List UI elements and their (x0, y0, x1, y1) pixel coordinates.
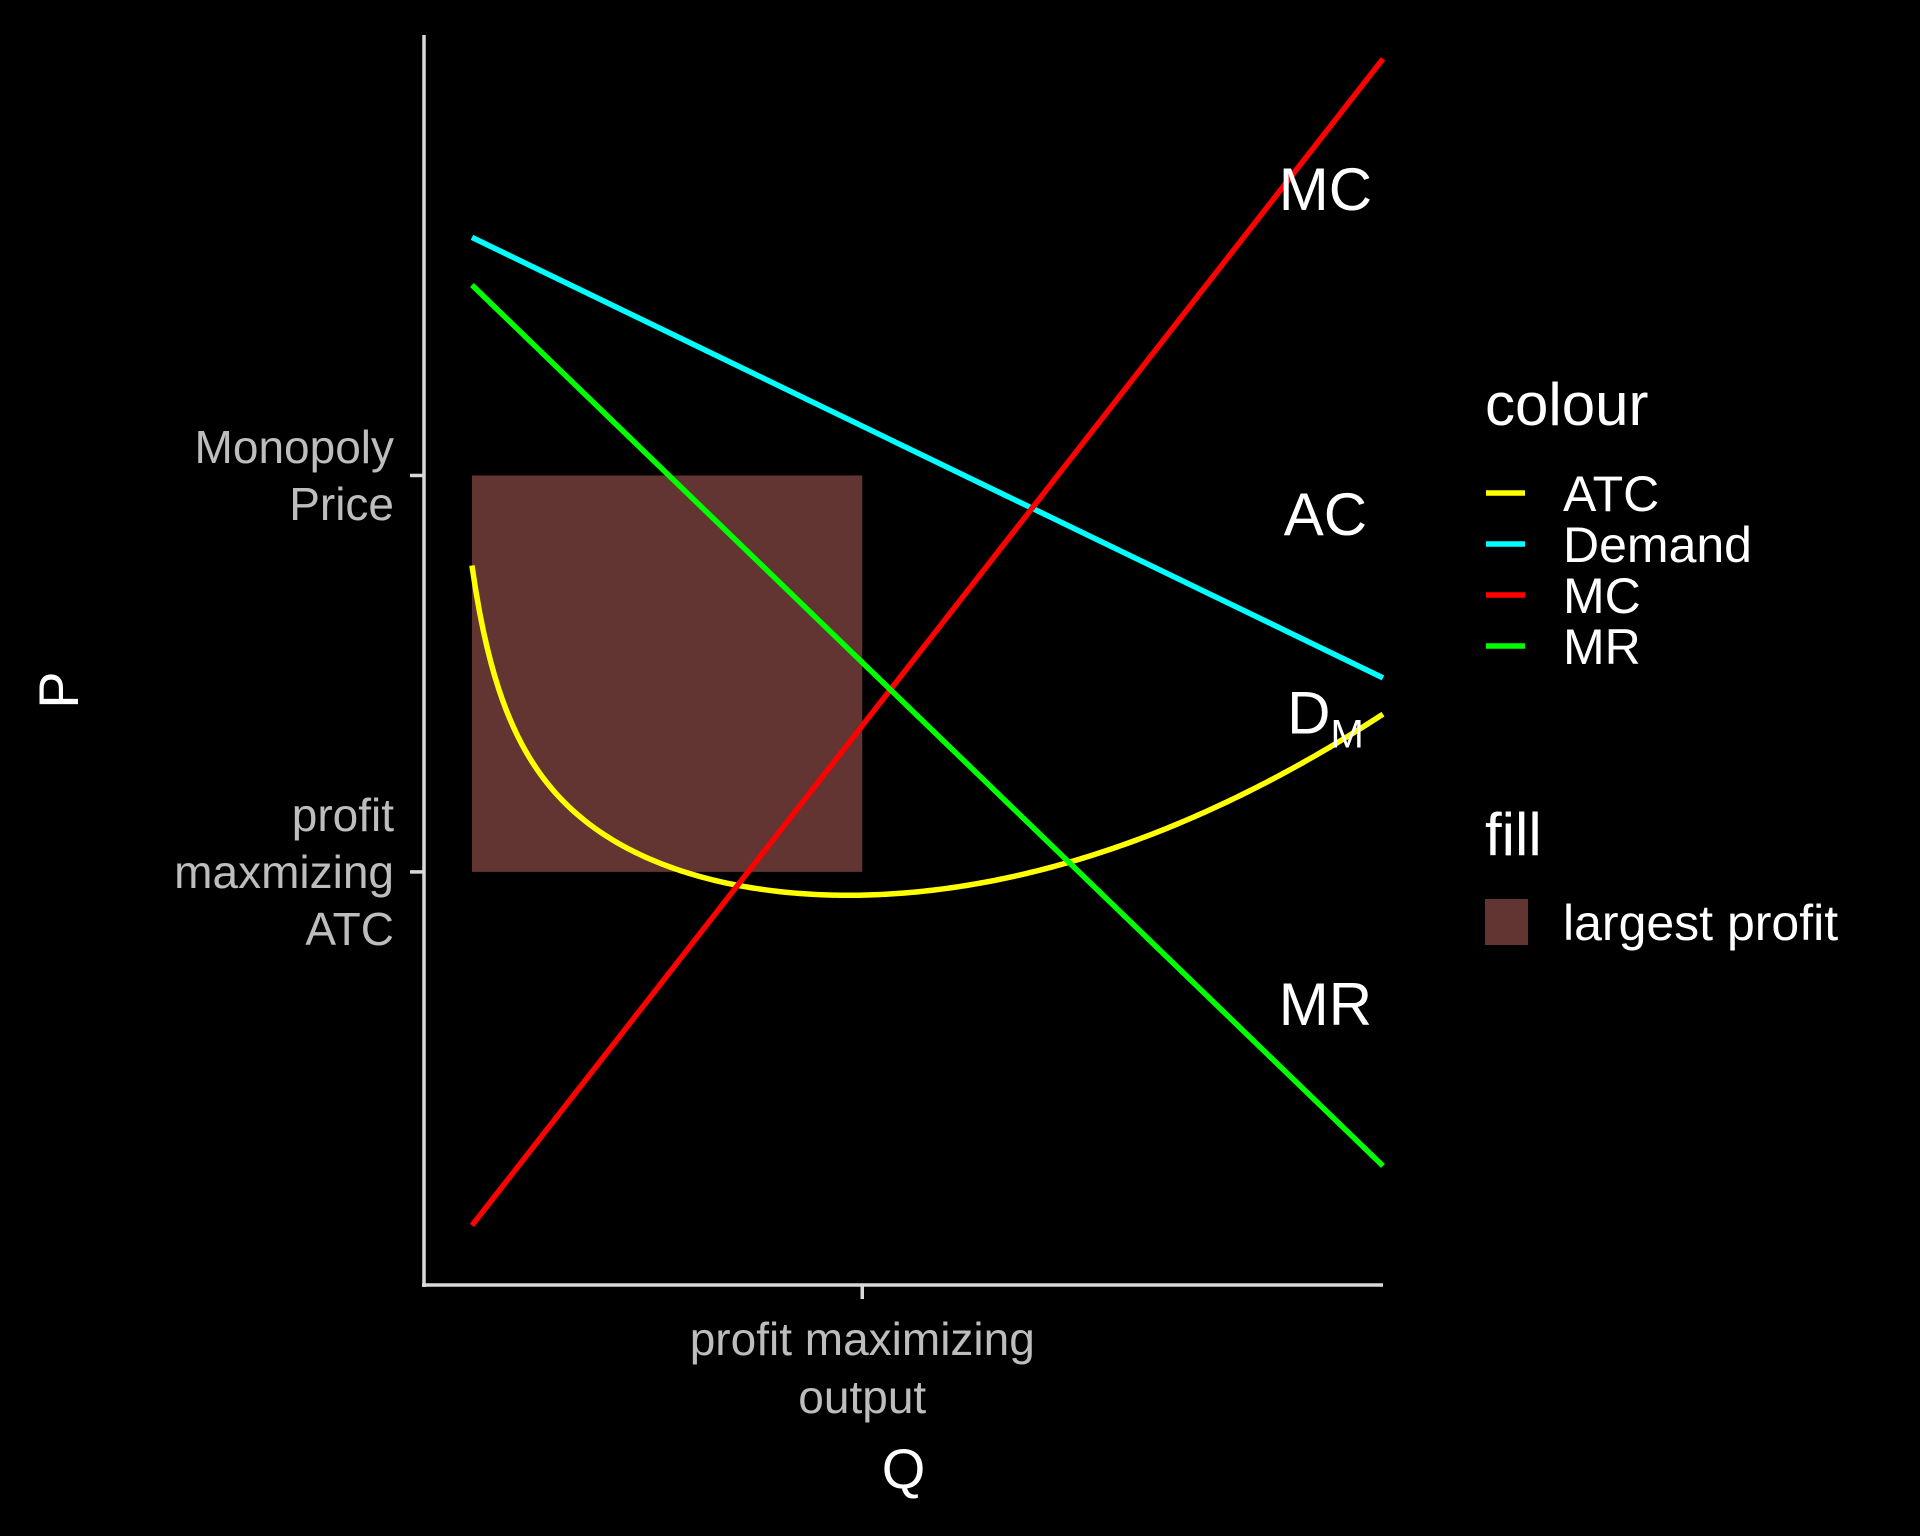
annotation-layer: MC AC DM MR (1279, 156, 1372, 1038)
y-axis-title: P (27, 671, 90, 708)
legend-label-mr: MR (1563, 619, 1641, 675)
y-tick-label: ATC (305, 903, 394, 955)
x-tick-label: output (798, 1371, 926, 1423)
fill-layer (471, 475, 863, 872)
series-line-mr (470, 283, 1385, 1168)
legend-title-fill: fill (1485, 801, 1542, 868)
curve-label-mc: MC (1279, 156, 1372, 223)
legend-label-demand: Demand (1563, 517, 1752, 573)
x-tick-label: profit maximizing (690, 1313, 1035, 1365)
series-line-mc (469, 57, 1386, 1228)
x-axis-title: Q (882, 1437, 926, 1500)
curve-label-dm: DM (1287, 680, 1364, 757)
y-tick-label: maxmizing (174, 846, 394, 898)
y-tick-label: Price (289, 478, 394, 530)
legend-label-atc: ATC (1563, 466, 1659, 522)
y-tick-label: profit (292, 789, 394, 841)
legend-title-colour: colour (1485, 371, 1648, 438)
series-line-demand (470, 234, 1385, 681)
series-layer (469, 57, 1386, 1228)
curve-label-mr: MR (1279, 971, 1372, 1038)
curve-label-ac: AC (1284, 481, 1367, 548)
legend-label-mc: MC (1563, 568, 1641, 624)
legend-key-fill (1485, 899, 1528, 945)
series-line-atc (469, 565, 1385, 899)
y-tick-label: Monopoly (195, 421, 394, 473)
legend-label-fill: largest profit (1563, 895, 1838, 951)
profit-rectangle (471, 475, 863, 872)
